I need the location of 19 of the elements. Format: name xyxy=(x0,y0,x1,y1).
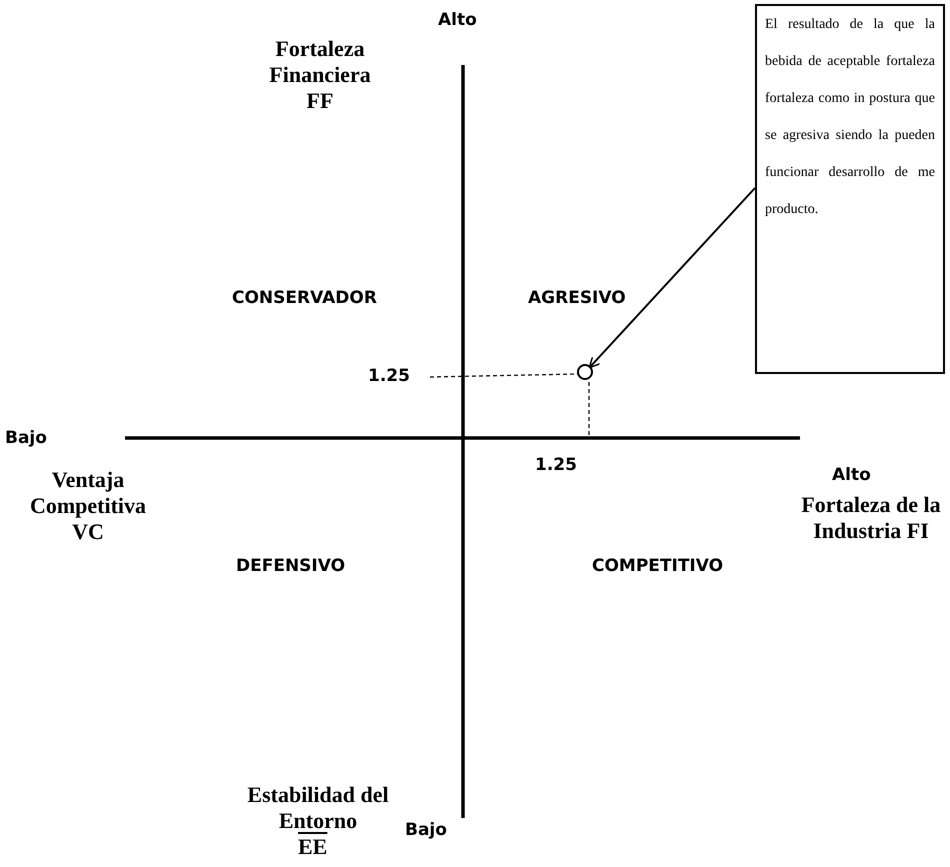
axis-title: Fortaleza Financiera FF xyxy=(268,36,372,114)
callout-box xyxy=(755,4,945,374)
data-point xyxy=(577,364,593,380)
axis-end-label: Alto xyxy=(832,465,871,485)
axis-end-label: Bajo xyxy=(5,428,47,448)
quadrant-label: CONSERVADOR xyxy=(232,288,377,308)
quadrant-label: COMPETITIVO xyxy=(592,556,724,576)
axis-end-label: Alto xyxy=(438,10,477,30)
value-label: 1.25 xyxy=(368,366,410,386)
axis-title: Ventaja Competitiva VC xyxy=(28,467,148,545)
value-label: 1.25 xyxy=(535,455,577,475)
callout-text: El resultado de la que la bebida de aceptable fortaleza fortaleza como in postura que se agresiva siendo la pueden funcionar desarrollo de me producto. xyxy=(765,16,935,219)
quadrant-label: AGRESIVO xyxy=(528,288,626,308)
quadrant-label: DEFENSIVO xyxy=(236,556,346,576)
leader-line xyxy=(588,187,756,368)
axis-title: Estabilidad del Entorno xyxy=(246,782,390,834)
axis-title: Fortaleza de la Industria FI xyxy=(800,492,942,544)
axis-end-label: Bajo xyxy=(405,820,447,840)
axis-title: EE xyxy=(298,834,328,860)
